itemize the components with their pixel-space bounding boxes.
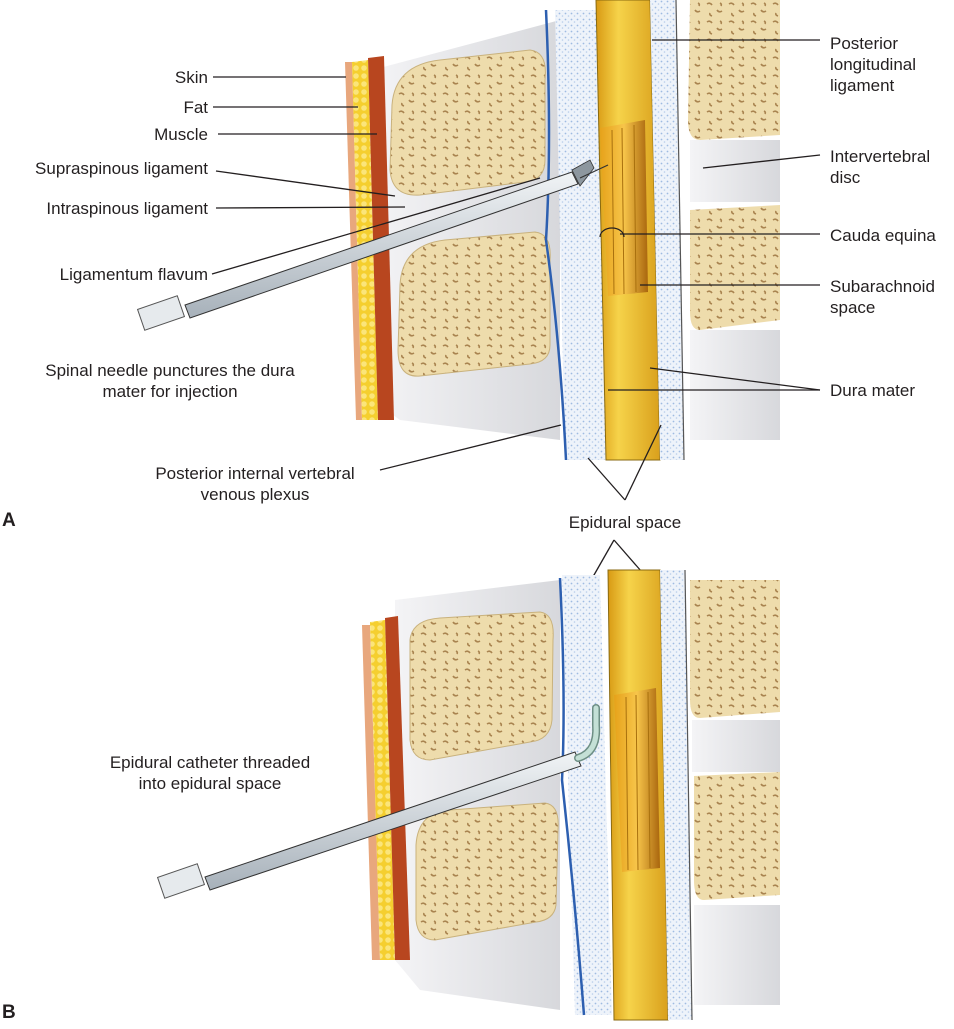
panel-a-anatomy — [136, 0, 780, 461]
panel-b-anatomy — [156, 569, 780, 1021]
epidural-fat-posterior — [555, 10, 608, 460]
vertebral-body-lower — [690, 205, 780, 330]
label-dura-mater: Dura mater — [830, 381, 916, 400]
fat-layer — [352, 60, 378, 420]
panel-letter-a: A — [2, 510, 16, 531]
label-intervertebral-disc: Intervertebral disc — [830, 147, 931, 187]
epidural-needle-with-catheter — [156, 704, 601, 899]
intervertebral-disc-a — [690, 140, 780, 202]
label-posterior-longitudinal-ligament: Posterior longitudinal ligament — [830, 34, 917, 95]
label-cauda-equina: Cauda equina — [830, 226, 936, 245]
label-epidural-space: Epidural space — [568, 513, 682, 532]
label-skin: Skin — [174, 68, 208, 87]
label-subarachnoid-space: Subarachnoid space — [830, 277, 935, 317]
panel-b-caption: Epidural catheter threaded into epidural… — [109, 753, 311, 793]
label-venous-plexus: Posterior internal vertebral venous plex… — [155, 464, 355, 504]
needle-hub — [136, 295, 186, 331]
spinous-process-lower — [397, 231, 551, 377]
label-supraspinous-ligament: Supraspinous ligament — [35, 159, 208, 178]
panel-a-leaders — [211, 39, 821, 604]
epidural-fat-anterior — [650, 0, 684, 460]
venous-plexus-line — [544, 9, 568, 461]
label-intraspinous-ligament: Intraspinous ligament — [46, 199, 208, 218]
spinous-process-upper — [389, 49, 546, 196]
label-fat: Fat — [183, 98, 208, 117]
panel-letter-b: B — [2, 1002, 16, 1023]
label-ligamentum-flavum: Ligamentum flavum — [59, 265, 208, 284]
spinal-needle — [136, 159, 609, 331]
cauda-equina-bracket — [599, 227, 625, 238]
vertebral-body-upper — [688, 0, 780, 140]
label-muscle: Muscle — [154, 125, 208, 144]
skin-layer — [345, 62, 362, 420]
panel-a-caption: Spinal needle punctures the dura mater f… — [45, 361, 295, 401]
